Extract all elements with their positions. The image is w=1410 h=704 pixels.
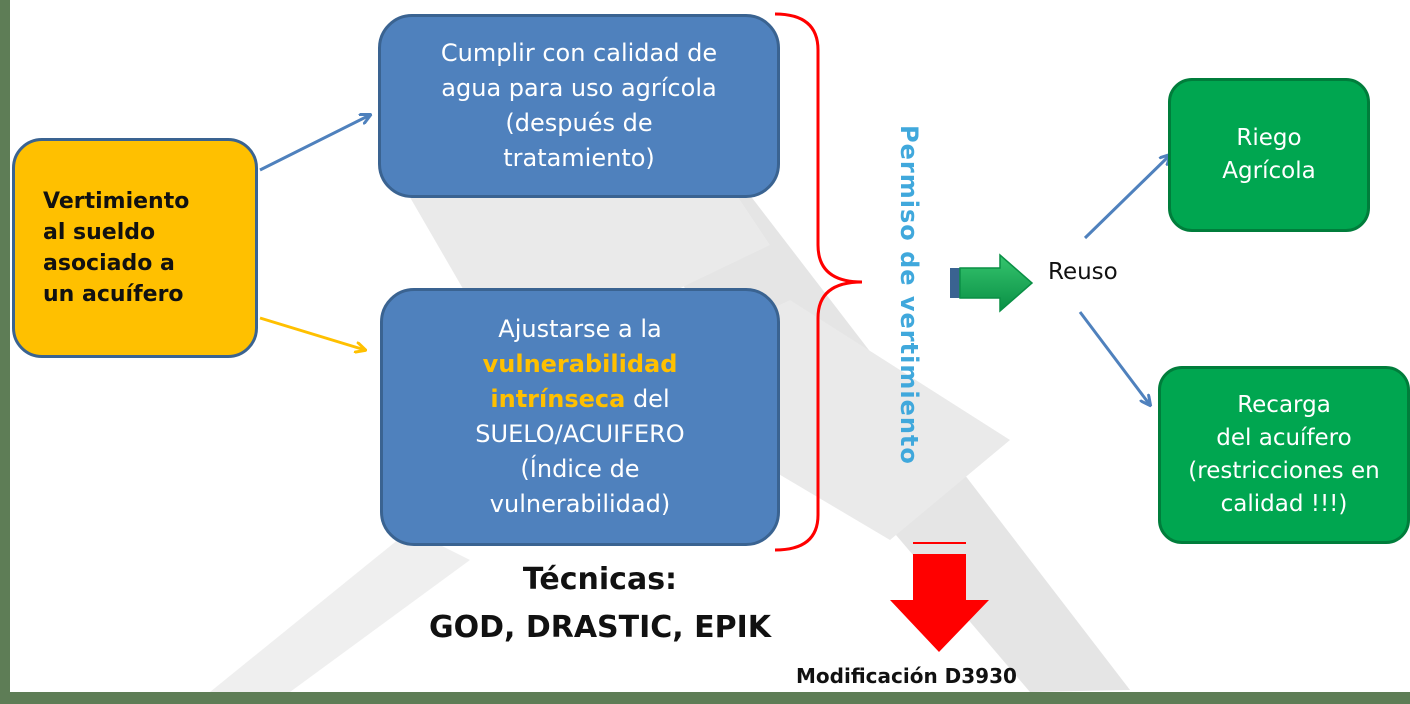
outcome-riego-box: Riego Agrícola <box>1168 78 1370 232</box>
green-block-arrow <box>950 253 1034 313</box>
curly-brace <box>774 12 863 552</box>
condition-top-line-3: (después de <box>505 109 653 137</box>
condition-bottom-line-5: (Índice de <box>520 455 640 483</box>
outcome-recarga-line-4: calidad !!!) <box>1220 491 1348 517</box>
condition-top-line-4: tratamiento) <box>503 144 655 172</box>
condition-top-line-2: agua para uso agrícola <box>441 74 717 102</box>
arrow-reuso-to-riego <box>1083 155 1170 240</box>
condition-bottom-line-4: SUELO/ACUIFERO <box>475 420 685 448</box>
slide: Vertimiento al sueldo asociado a un acuí… <box>10 0 1410 692</box>
source-line-2: al sueldo <box>43 220 156 245</box>
outcome-recarga-box: Recarga del acuífero (restricciones en c… <box>1158 366 1410 544</box>
outcome-riego-line-2: Agrícola <box>1222 158 1316 184</box>
reuse-label: Reuso <box>1048 259 1118 285</box>
red-down-arrow <box>890 542 989 652</box>
source-box: Vertimiento al sueldo asociado a un acuí… <box>12 138 258 358</box>
arrow-source-to-bottom <box>259 316 365 350</box>
condition-top-line-1: Cumplir con calidad de <box>440 39 718 67</box>
condition-bottom-line-3: intrínseca del <box>490 382 669 417</box>
intrinsic-highlight: intrínseca <box>490 385 626 413</box>
outcome-riego-line-1: Riego <box>1236 125 1302 151</box>
source-line-4: un acuífero <box>43 282 184 307</box>
outcome-recarga-line-2: del acuífero <box>1216 425 1352 451</box>
arrow-reuso-to-recarga <box>1078 311 1150 405</box>
outcome-recarga-line-1: Recarga <box>1237 392 1331 418</box>
arrow-source-to-top <box>259 115 370 172</box>
modification-label: Modificación D3930 <box>796 664 1017 688</box>
condition-bottom-line-3-rest: del <box>625 385 670 413</box>
permit-label: Permiso de vertimiento <box>895 125 923 465</box>
outcome-recarga-line-3: (restricciones en <box>1188 458 1380 484</box>
source-line-1: Vertimiento <box>43 189 190 214</box>
condition-top-box: Cumplir con calidad de agua para uso agr… <box>378 14 780 198</box>
techniques-list: GOD, DRASTIC, EPIK <box>428 610 772 645</box>
source-line-3: asociado a <box>43 251 175 276</box>
condition-bottom-box: Ajustarse a la vulnerabilidad intrínseca… <box>380 288 780 546</box>
condition-bottom-line-6: vulnerabilidad) <box>489 490 671 518</box>
vulnerability-highlight: vulnerabilidad <box>482 350 678 378</box>
techniques-heading: Técnicas: <box>522 562 678 597</box>
condition-bottom-line-1: Ajustarse a la <box>498 315 662 343</box>
techniques-text: Técnicas: GOD, DRASTIC, EPIK <box>390 556 810 652</box>
